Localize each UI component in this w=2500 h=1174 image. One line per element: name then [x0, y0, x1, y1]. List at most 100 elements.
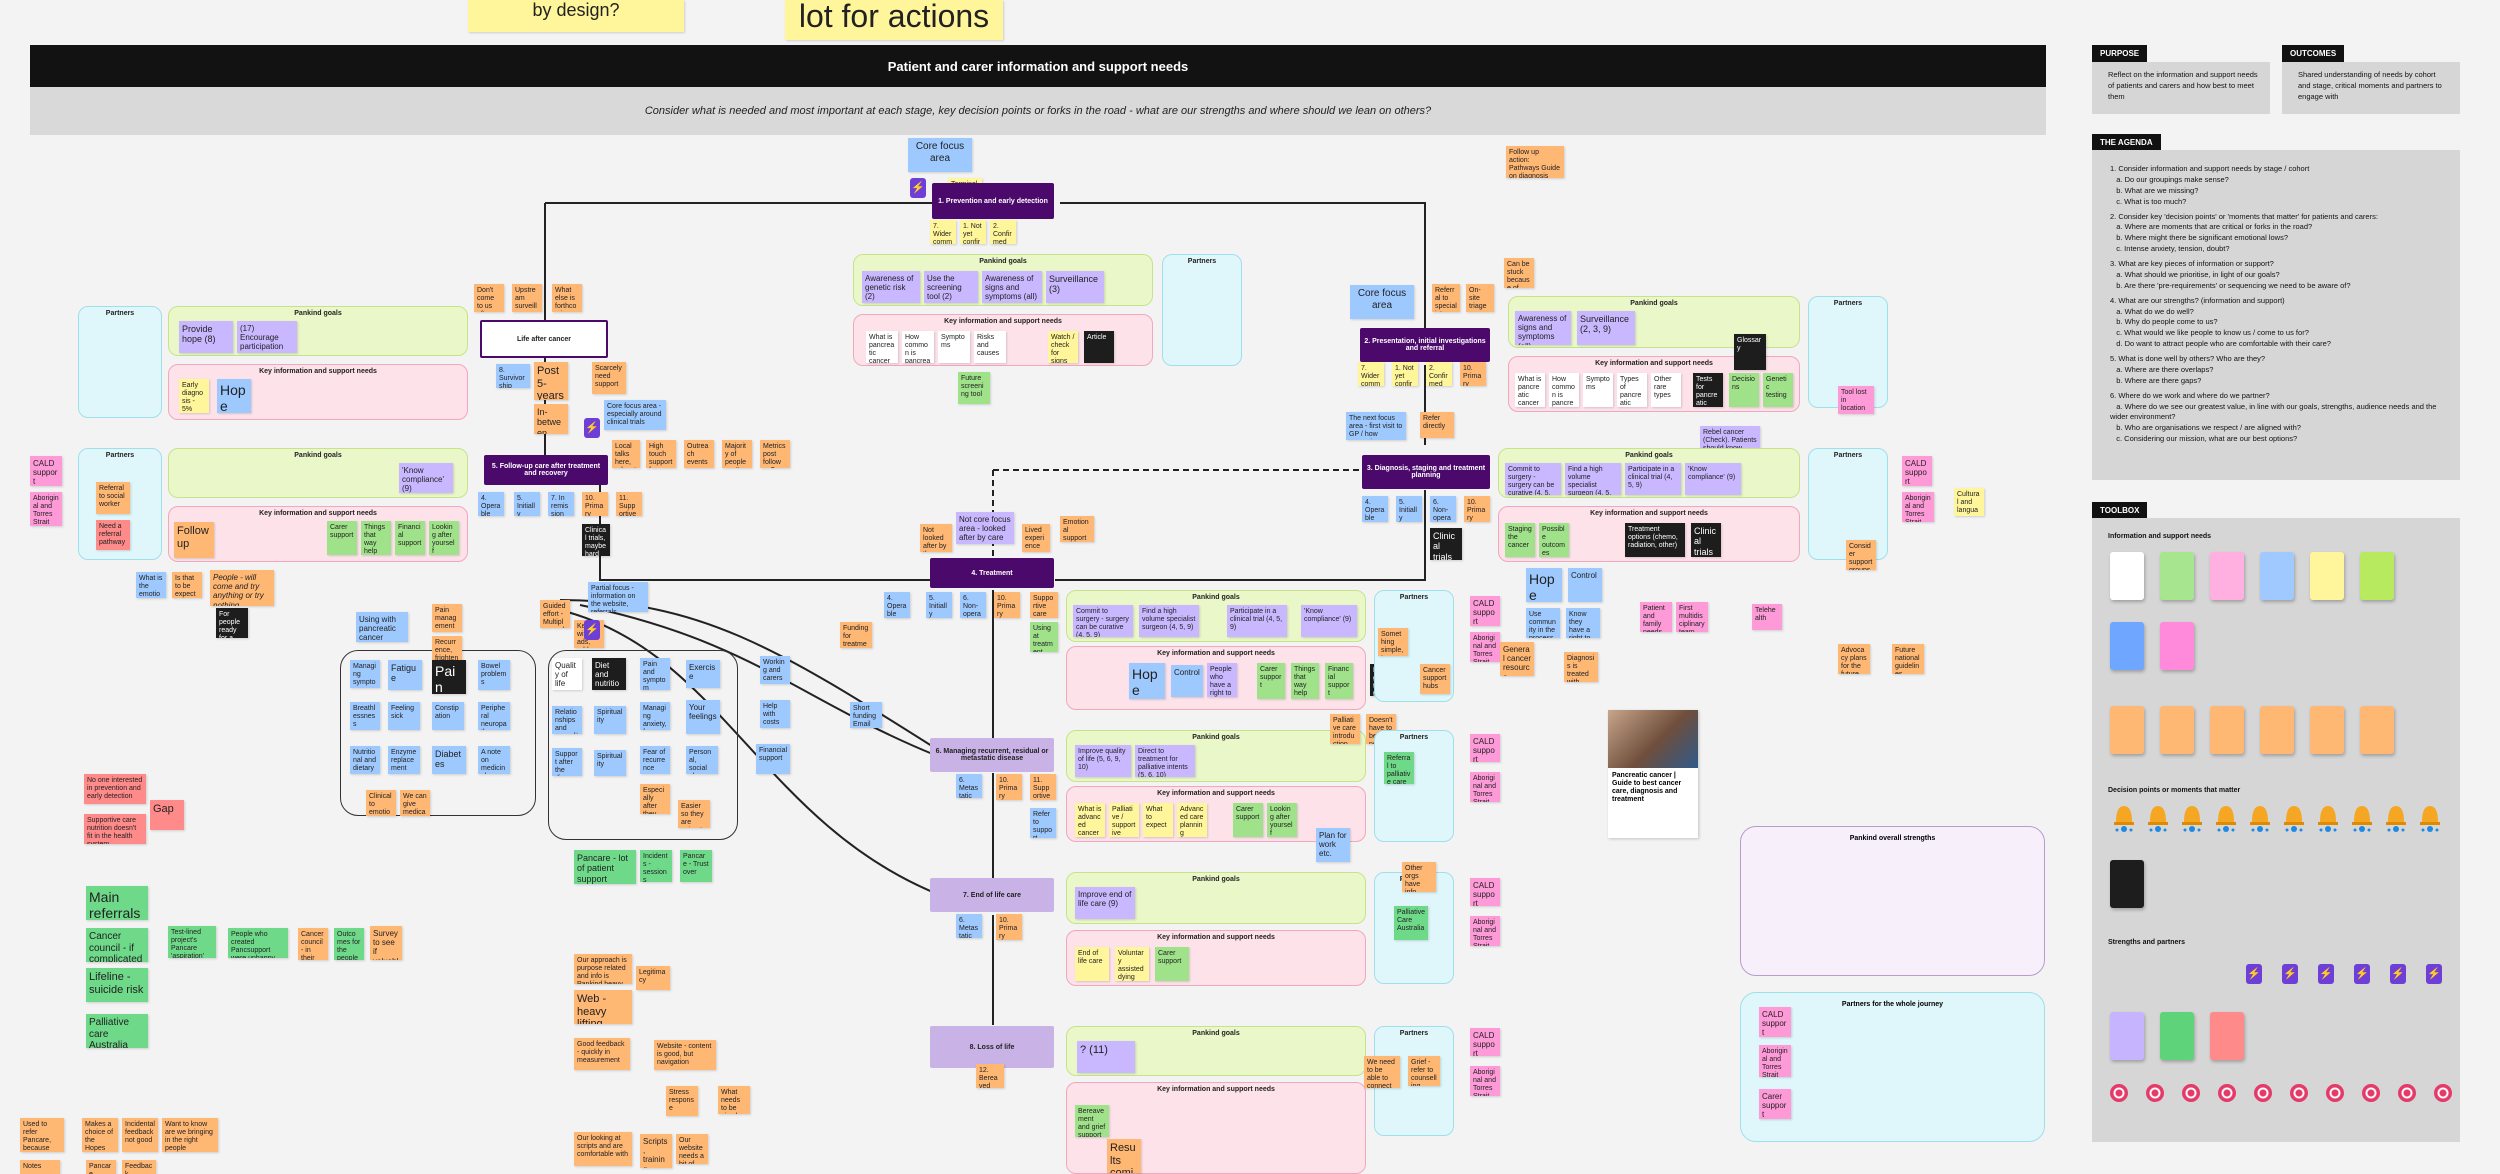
agenda-line: b. Who are organisations we respect / ar… — [2110, 423, 2301, 433]
bell-icon[interactable] — [2114, 806, 2134, 832]
lightning-icon-tb-3[interactable]: ⚡ — [2318, 964, 2334, 984]
bell-icon[interactable] — [2352, 806, 2372, 832]
s6-goal-2: Direct to treatment for palliative inten… — [1135, 745, 1195, 777]
wb-b14: Easier so they are going to others — [678, 800, 710, 828]
lightning-icon-tb-6[interactable]: ⚡ — [2426, 964, 2442, 984]
bl-note-a: Used to refer Pancare, because had navig… — [20, 1118, 64, 1152]
target-icon-4[interactable] — [2218, 1084, 2236, 1102]
wb-a13: Clinical to emotional support — [366, 790, 396, 816]
s1-future-screening: Future screening tool — [958, 372, 990, 404]
lightning-icon-tb-4[interactable]: ⚡ — [2354, 964, 2370, 984]
s3-note-c: 5. Initially operable — [1396, 496, 1422, 522]
toolcard-lime[interactable] — [2360, 552, 2394, 600]
toolcard-white[interactable] — [2110, 552, 2144, 600]
bell-icon[interactable] — [2148, 806, 2168, 832]
toolcard-orange-3[interactable] — [2210, 706, 2244, 754]
target-icon-5[interactable] — [2254, 1084, 2272, 1102]
agenda-line: a. Where do we see our greatest value, i… — [2110, 401, 2439, 422]
s2-note-d: 7. Wider community — [1358, 362, 1384, 386]
target-icon-6[interactable] — [2290, 1084, 2308, 1102]
toolcard-red[interactable] — [2210, 1012, 2244, 1060]
toolcard-green[interactable] — [2160, 552, 2194, 600]
s2-need-5: Other rare types — [1651, 373, 1681, 407]
toolcard-yellow[interactable] — [2310, 552, 2344, 600]
s2-needs-band: Key information and support needs What i… — [1508, 356, 1800, 412]
toolcard-orange-2[interactable] — [2160, 706, 2194, 754]
bell-icon[interactable] — [2182, 806, 2202, 832]
target-icon-1[interactable] — [2110, 1084, 2128, 1102]
target-icon-10[interactable] — [2434, 1084, 2452, 1102]
s7-note-b: 10. Primary carer — [996, 914, 1022, 940]
note-s1-b: 7. Wider community — [930, 220, 956, 244]
toolcard-magenta[interactable] — [2160, 622, 2194, 670]
right-future: Future national guidelines — [1892, 644, 1924, 674]
s3-goals-band: Pankind goals Commit to surgery - surger… — [1498, 448, 1800, 498]
target-icon-3[interactable] — [2182, 1084, 2200, 1102]
target-icon-2[interactable] — [2146, 1084, 2164, 1102]
right-cald-3: CALD support — [1470, 734, 1500, 762]
s6-need-3: What to expect — [1143, 803, 1173, 837]
bell-icon[interactable] — [2250, 806, 2270, 832]
target-icon-9[interactable] — [2398, 1084, 2416, 1102]
article-card[interactable]: Pancreatic cancer | Guide to best cancer… — [1608, 710, 1698, 838]
toolcard-blue2[interactable] — [2110, 622, 2144, 670]
s1-need-1: What is pancreatic cancer — [866, 331, 898, 363]
right-advocacy: Advocacy plans for the future — [1838, 644, 1870, 674]
lightning-icon-tb-5[interactable]: ⚡ — [2390, 964, 2406, 984]
life-after-cancer-header: Life after cancer — [480, 320, 608, 358]
target-icon-7[interactable] — [2326, 1084, 2344, 1102]
s8-partner-a: We need to be able to connect people — [1364, 1056, 1400, 1088]
lightning-icon-tb-1[interactable]: ⚡ — [2246, 964, 2262, 984]
lightning-icon-tb-2[interactable]: ⚡ — [2282, 964, 2298, 984]
target-icon-8[interactable] — [2362, 1084, 2380, 1102]
s3-note-b: 4. Operable — [1362, 496, 1388, 522]
journey-carer: Carer support — [1759, 1089, 1791, 1119]
wb-a6: Feeling sick — [388, 702, 420, 730]
bell-icon[interactable] — [2284, 806, 2304, 832]
outcomes-text: Shared understanding of needs by cohort … — [2298, 70, 2442, 101]
wb-a10: Enzyme replacement — [388, 746, 420, 774]
bell-icon[interactable] — [2420, 806, 2440, 832]
agenda-line: a. Where are there overlaps? — [2110, 364, 2214, 374]
agenda-line: b. Why do people come to us? — [2110, 317, 2218, 327]
s4-partner-b: Cancer support hubs — [1420, 664, 1450, 694]
s5-black: For people ready for a trial — [216, 608, 248, 638]
bell-icon[interactable] — [2318, 806, 2338, 832]
toolcard-pink[interactable] — [2210, 552, 2244, 600]
note-s1-c: 1. Not yet confirmed high risk — [960, 220, 986, 244]
s3-need-4: Clinical trials — [1691, 523, 1721, 557]
right-hope-note-a: Use community in the process — [1526, 608, 1560, 638]
toolcard-orange-1[interactable] — [2110, 706, 2144, 754]
s6-need-1: What is advanced cancer — [1075, 803, 1105, 837]
agenda-line: 1. Consider information and support need… — [2110, 164, 2310, 173]
bell-icon[interactable] — [2386, 806, 2406, 832]
toolcard-blue[interactable] — [2260, 552, 2294, 600]
lac-note-e: Scarcely need support — [592, 362, 626, 394]
toolcard-orange-4[interactable] — [2260, 706, 2294, 754]
toolcard-orange-6[interactable] — [2360, 706, 2394, 754]
toolcard-black[interactable] — [2110, 860, 2144, 908]
bell-icon[interactable] — [2216, 806, 2236, 832]
s5-partners-title: Partners — [105, 452, 135, 459]
right-cald-4b: Aboriginal and Torres Strait Islander — [1470, 916, 1500, 946]
s3-partners-title: Partners — [1833, 452, 1863, 459]
s5-info: Is that to be expected — [172, 572, 202, 598]
toolcard-green2[interactable] — [2160, 1012, 2194, 1060]
left-pancare-c: Pancare - Trust over — [680, 850, 712, 882]
s4-goals-title: Pankind goals — [1192, 594, 1240, 601]
toolcard-orange-5[interactable] — [2310, 706, 2344, 754]
pankind-strengths-title: Pankind overall strengths — [1849, 835, 1936, 842]
s2-goal-2: Surveillance (2, 3, 9) — [1577, 311, 1635, 345]
bl-note-f: Pancare — [86, 1160, 116, 1174]
left-scripts-b: Our website needs a bit of work — [676, 1134, 708, 1164]
s5-need-financial: Financial support — [395, 521, 425, 555]
right-needs-note-b: First multidisciplinary team — [1676, 602, 1708, 632]
right-cald-3b: Aboriginal and Torres Strait Islander — [1470, 772, 1500, 802]
stage-4-header: 4. Treatment — [930, 558, 1054, 588]
wb-a9: Nutritional and dietary — [350, 746, 380, 774]
s5-need-looking: Looking after yourself — [429, 521, 459, 555]
s4-partners-title: Partners — [1399, 594, 1429, 601]
wb-qol: Quality of life — [552, 658, 582, 690]
toolcard-lavender[interactable] — [2110, 1012, 2144, 1060]
s5-needs-band: Key information and support needs Carer … — [168, 506, 468, 562]
